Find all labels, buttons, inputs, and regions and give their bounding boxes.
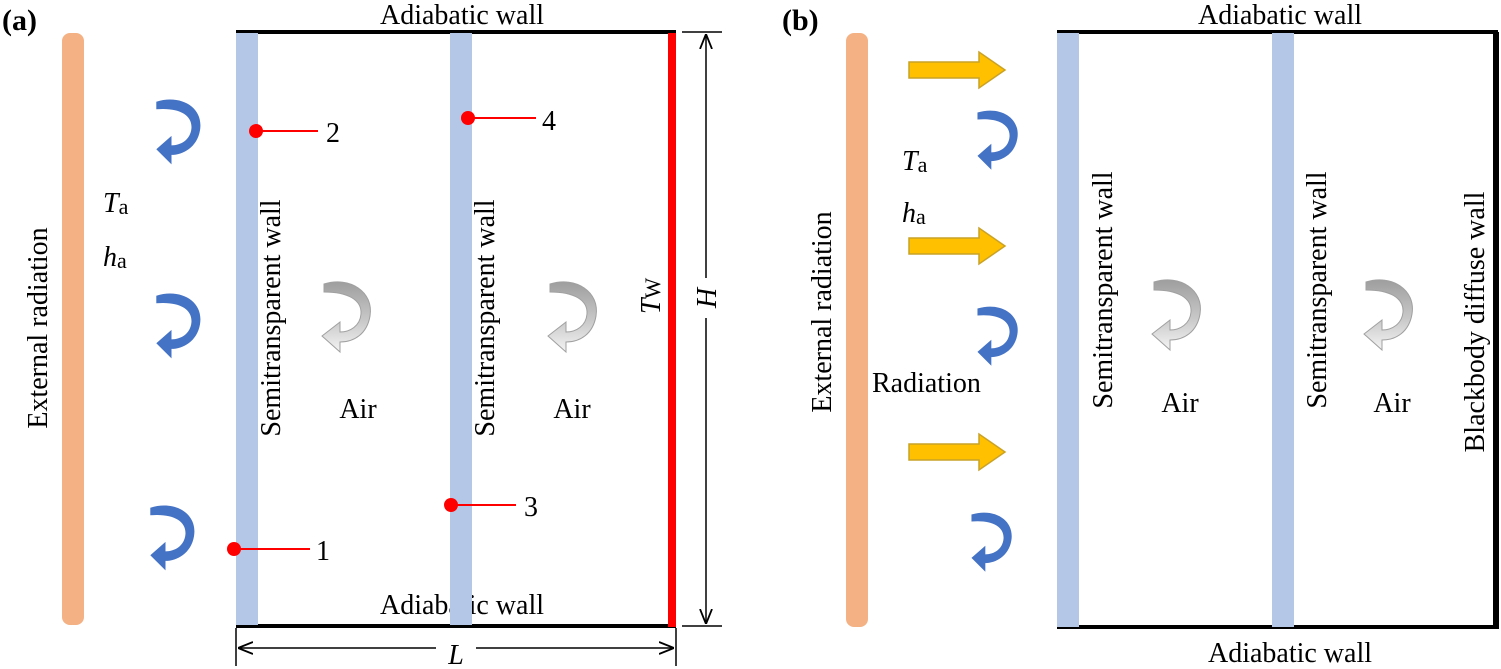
air-circulation-arrow-icon: [1363, 279, 1413, 351]
measurement-point-icon: [444, 498, 458, 512]
top-wall-label: Adiabatic wall: [380, 0, 544, 31]
point-1-label: 1: [316, 536, 330, 567]
panel-a: (a) External radiation Ta ha Adiabatic w…: [2, 0, 723, 669]
air-label-2: Air: [553, 394, 591, 425]
heated-wall: [668, 33, 676, 627]
air-label-2: Air: [1373, 388, 1411, 419]
ambient-temperature-label: Ta: [103, 188, 129, 219]
measurement-point-4: 4: [461, 106, 556, 137]
point-4-label: 4: [542, 106, 556, 137]
convection-curl-arrow-icon: [971, 512, 1012, 572]
measurement-point-2: 2: [249, 118, 340, 149]
height-label: H: [692, 286, 723, 309]
semitransparent-wall-1-label: Semitransparent wall: [256, 199, 287, 436]
semitransparent-wall-2-label: Semitransparent wall: [1302, 171, 1333, 408]
external-radiation-label: External radiation: [23, 227, 54, 428]
height-dimension: H: [682, 31, 723, 627]
semitransparent-wall-2-label: Semitransparent wall: [470, 199, 501, 436]
air-circulation-arrow-icon: [321, 281, 371, 353]
point-3-label: 3: [524, 492, 538, 523]
semitransparent-wall-1-label: Semitransparent wall: [1088, 171, 1119, 408]
air-circulation-arrow-icon: [547, 281, 597, 353]
semitransparent-wall-2: [450, 33, 472, 625]
semitransparent-wall-1: [1057, 33, 1079, 627]
measurement-point-icon: [461, 111, 475, 125]
air-circulation-arrow-icon: [1151, 279, 1201, 351]
air-label-1: Air: [1161, 388, 1199, 419]
measurement-point-3: 3: [444, 492, 538, 523]
convection-curl-arrow-icon: [150, 505, 195, 571]
semitransparent-wall-2: [1272, 33, 1294, 627]
heat-transfer-coefficient-label: ha: [103, 242, 127, 273]
measurement-point-1: 1: [227, 536, 330, 567]
panel-b: (b) External radiation Radiation Ta ha A…: [782, 0, 1499, 669]
wall-temperature-label: TW: [636, 278, 667, 315]
external-radiation-label: External radiation: [807, 211, 838, 412]
external-radiation-slab: [62, 33, 84, 625]
convection-curl-arrow-icon: [156, 293, 201, 359]
length-dimension: L: [235, 628, 677, 669]
panel-b-label: (b): [782, 4, 819, 37]
convection-curl-arrow-icon: [156, 99, 201, 165]
radiation-arrow-icon: [908, 51, 1006, 89]
point-2-label: 2: [326, 118, 340, 149]
external-radiation-slab: [846, 33, 868, 627]
bottom-wall-label: Adiabatic wall: [1208, 638, 1372, 669]
air-label-1: Air: [339, 394, 377, 425]
radiation-arrow-icon: [908, 433, 1006, 471]
top-wall-label: Adiabatic wall: [1198, 0, 1362, 31]
panel-a-label: (a): [2, 4, 37, 37]
convection-curl-arrow-icon: [977, 110, 1018, 170]
blackbody-wall-label: Blackbody diffuse wall: [1460, 191, 1491, 452]
length-label: L: [447, 640, 464, 669]
blackbody-diffuse-wall: [1493, 32, 1499, 629]
measurement-point-icon: [249, 124, 263, 138]
convection-curl-arrow-icon: [977, 306, 1018, 366]
radiation-arrow-icon: [908, 227, 1006, 265]
measurement-point-icon: [227, 542, 241, 556]
heat-transfer-coefficient-label: ha: [902, 198, 926, 229]
ambient-temperature-label: Ta: [902, 146, 928, 177]
radiation-label: Radiation: [872, 368, 981, 399]
semitransparent-wall-1: [236, 33, 258, 625]
